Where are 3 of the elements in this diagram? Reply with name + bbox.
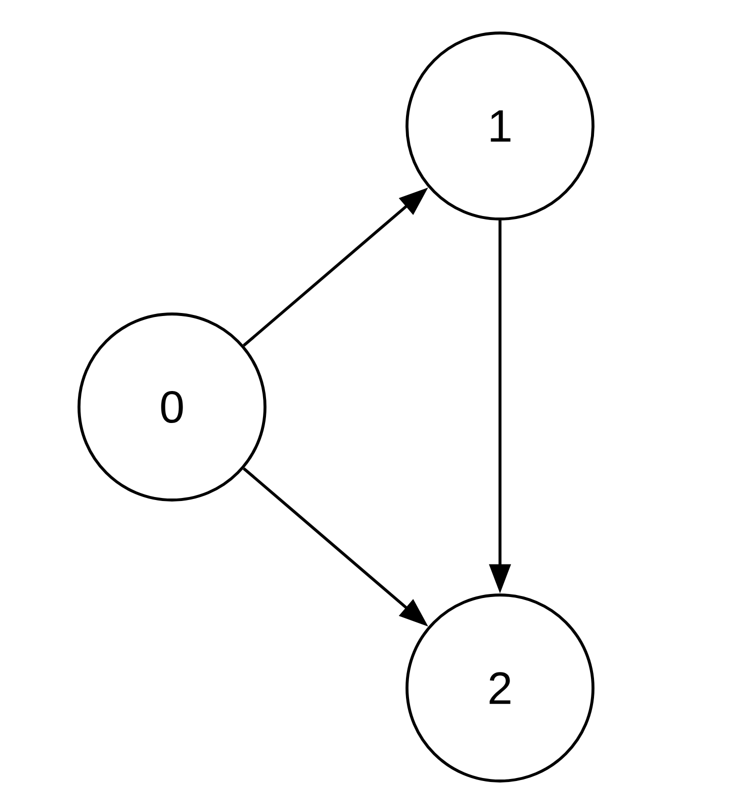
circle-node: 2 <box>406 594 594 782</box>
circle-node: 1 <box>406 32 594 220</box>
circle-node: 0 <box>78 312 266 502</box>
